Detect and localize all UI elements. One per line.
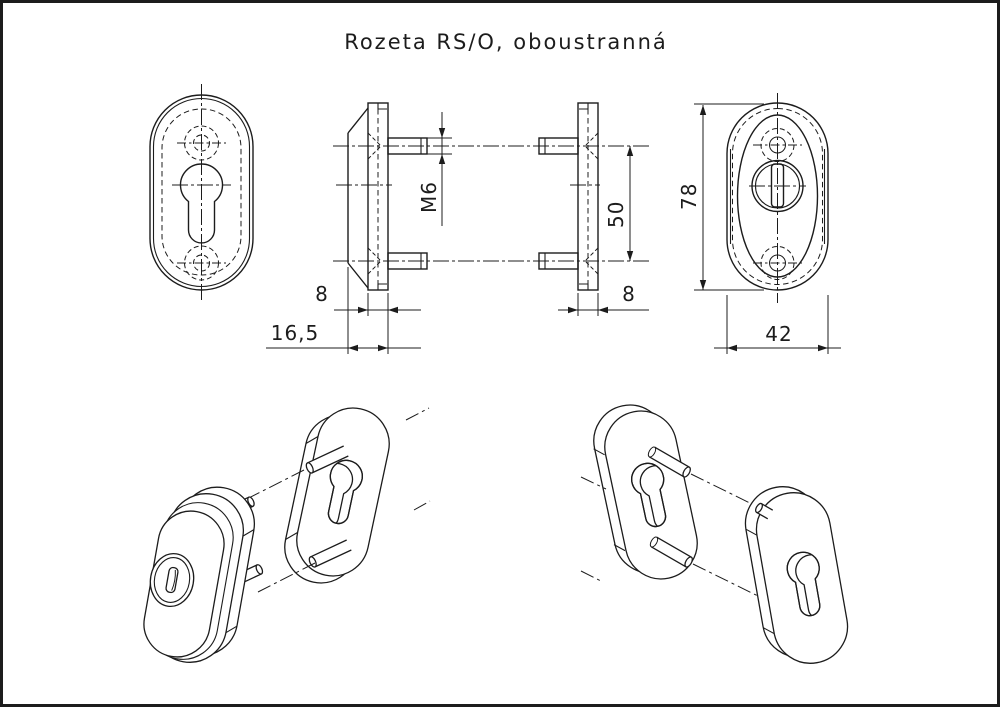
iso-pin-bottom bbox=[649, 536, 693, 568]
front-view-security bbox=[726, 93, 829, 303]
centerlines bbox=[749, 93, 806, 303]
dimensions-side-view: M6 50 8 16,5 8 bbox=[266, 112, 649, 354]
centerlines bbox=[172, 84, 231, 302]
countersink-hidden bbox=[584, 132, 599, 275]
iso-view-right bbox=[580, 404, 849, 664]
side-section-view bbox=[333, 102, 649, 291]
side-edge-lines bbox=[729, 149, 826, 244]
screw-hole-crosslines bbox=[177, 142, 226, 264]
iso-rear-rosette bbox=[284, 407, 390, 584]
drawing-title: Rozeta RS/O, oboustranná bbox=[344, 30, 668, 54]
iso-pin-bottom bbox=[308, 539, 352, 568]
screw-hole-crosslines bbox=[753, 144, 802, 264]
iso-pin-top bbox=[305, 445, 349, 474]
dim-m6-label: M6 bbox=[417, 181, 441, 213]
dim-42: 42 bbox=[714, 295, 841, 354]
dome-chamfers bbox=[347, 107, 369, 289]
dim-42-label: 42 bbox=[765, 322, 792, 346]
iso-view-left bbox=[143, 407, 431, 663]
iso-pin-top bbox=[647, 446, 691, 478]
dim-78: 78 bbox=[677, 103, 764, 291]
dim-16-5: 16,5 bbox=[266, 321, 421, 352]
assembly-axis-lines bbox=[580, 473, 759, 597]
dim-50: 50 bbox=[604, 146, 634, 261]
dim-8-left-label: 8 bbox=[315, 282, 329, 306]
dim-50-label: 50 bbox=[604, 201, 628, 228]
dim-8-left: 8 bbox=[315, 267, 421, 354]
iso-cylinder-guard bbox=[149, 552, 195, 608]
iso-front-rosette-pins bbox=[593, 404, 698, 580]
left-rosette-side bbox=[347, 102, 428, 291]
iso-rear-rosette-flat bbox=[744, 486, 849, 664]
countersink-hidden bbox=[367, 132, 382, 275]
dim-78-label: 78 bbox=[677, 183, 701, 210]
iso-front-rosette bbox=[143, 486, 255, 663]
assembly-axis-lines bbox=[232, 407, 431, 593]
front-view-plain bbox=[149, 84, 254, 302]
dim-8-right-label: 8 bbox=[622, 282, 636, 306]
bolt-centerlines bbox=[333, 145, 649, 262]
dim-8-right: 8 bbox=[558, 282, 649, 316]
right-rosette-side bbox=[538, 102, 599, 291]
iso-pin-stub bbox=[754, 502, 774, 520]
dim-m6: M6 bbox=[417, 112, 452, 226]
dimensions-security-view: 78 42 bbox=[677, 103, 841, 354]
dim-16-5-label: 16,5 bbox=[271, 321, 320, 345]
